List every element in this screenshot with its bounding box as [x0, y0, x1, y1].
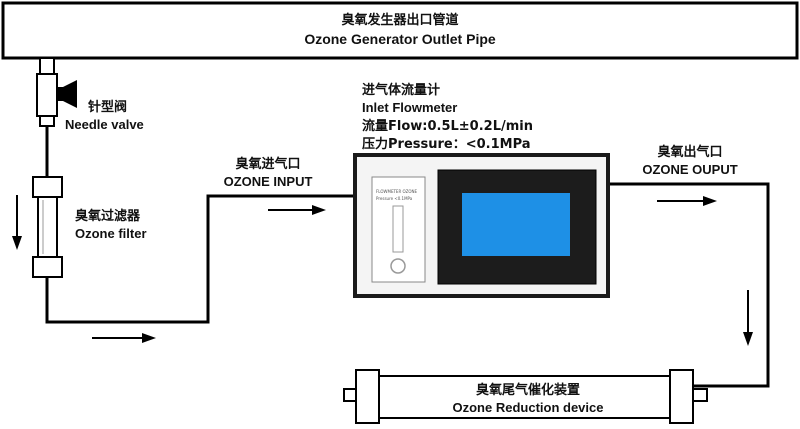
- flow-arrow-inlet-right: [268, 205, 326, 215]
- ozone-output-label-en: OZONE OUPUT: [642, 162, 737, 177]
- flowmeter-display-screen: [462, 193, 570, 256]
- outlet-pipe-title-en: Ozone Generator Outlet Pipe: [304, 31, 496, 47]
- flowmeter-knob-icon: [390, 258, 406, 274]
- flow-arrow-filter-down: [12, 195, 22, 250]
- flow-arrow-outlet-right: [657, 196, 717, 206]
- flowmeter-pressure-spec: 压力Pressure：<0.1MPa: [362, 136, 531, 152]
- flowmeter-panel-line1: FLOWMETER OZONE: [376, 189, 418, 194]
- needle-valve-label-en: Needle valve: [65, 117, 144, 132]
- ozone-filter: [32, 176, 63, 278]
- ozone-input-label-cn: 臭氧进气口: [235, 156, 300, 172]
- flowmeter-device: FLOWMETER OZONE Pressure <0.1MPa: [353, 153, 610, 298]
- flow-arrow-bottom-right: [92, 333, 156, 343]
- flow-arrow-right-down: [743, 290, 753, 346]
- outlet-pipe-title-cn: 臭氧发生器出口管道: [341, 12, 458, 28]
- flowmeter-flow-spec: 流量Flow:0.5L±0.2L/min: [362, 118, 533, 134]
- outlet-pipe: 臭氧发生器出口管道 Ozone Generator Outlet Pipe: [1, 1, 799, 60]
- needle-valve: [36, 57, 77, 127]
- ozone-reduction-label-en: Ozone Reduction device: [453, 400, 604, 415]
- needle-valve-handle-icon: [63, 80, 77, 108]
- ozone-reduction-label-cn: 臭氧尾气催化装置: [476, 382, 580, 398]
- needle-valve-label-cn: 针型阀: [87, 99, 127, 115]
- pipe-left-vertical: [45, 58, 355, 324]
- ozone-input-label-en: OZONE INPUT: [224, 174, 313, 189]
- flowmeter-title-cn: 进气体流量计: [362, 82, 440, 98]
- flowmeter-title-en: Inlet Flowmeter: [362, 100, 457, 115]
- ozone-output-label-cn: 臭氧出气口: [657, 144, 722, 160]
- ozone-filter-label-cn: 臭氧过滤器: [75, 208, 141, 224]
- ozone-reduction-device: [343, 369, 708, 424]
- pipe-right-side: [608, 182, 770, 388]
- ozone-filter-label-en: Ozone filter: [75, 226, 147, 241]
- flowmeter-panel-line2: Pressure <0.1MPa: [376, 196, 413, 201]
- flowmeter-tube: [392, 205, 404, 253]
